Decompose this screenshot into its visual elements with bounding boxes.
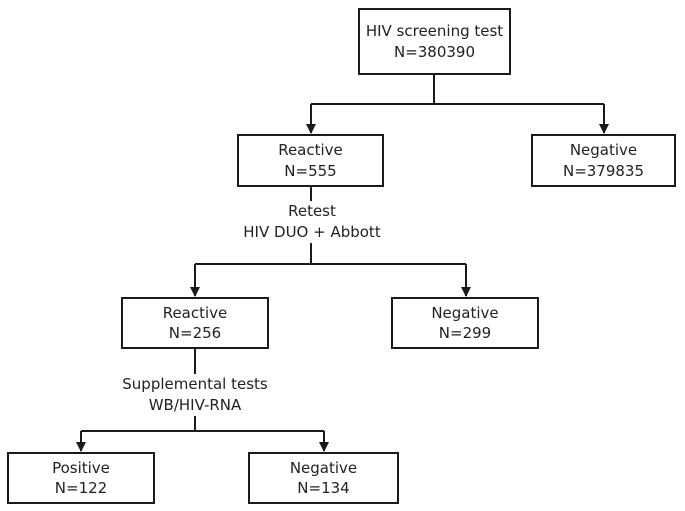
node-reactive-level1: Reactive N=555	[237, 134, 384, 187]
node-hiv-screening-test: HIV screening test N=380390	[358, 8, 511, 75]
node-title: Negative	[431, 303, 499, 322]
node-title: Positive	[52, 458, 110, 477]
node-title: HIV screening test	[365, 22, 504, 41]
edge-label-line1: Retest	[288, 202, 336, 220]
edge-label-line2: WB/HIV-RNA	[148, 396, 242, 414]
node-count: N=134	[297, 479, 350, 497]
node-count: N=299	[438, 324, 492, 342]
node-count: N=555	[284, 161, 337, 180]
node-negative-level2: Negative N=299	[391, 297, 539, 349]
node-count: N=380390	[393, 42, 476, 61]
edge-label-retest: Retest HIV DUO + Abbott	[236, 201, 388, 243]
node-negative-level1: Negative N=379835	[531, 134, 676, 187]
edge-label-line1: Supplemental tests	[122, 375, 268, 393]
node-count: N=379835	[562, 161, 645, 180]
node-negative-level3: Negative N=134	[248, 452, 399, 504]
edge-label-line2: HIV DUO + Abbott	[243, 223, 381, 241]
node-title: Reactive	[162, 303, 228, 322]
node-title: Negative	[289, 458, 358, 477]
node-title: Negative	[569, 141, 638, 160]
node-title: Reactive	[278, 141, 343, 160]
edge-label-supplemental: Supplemental tests WB/HIV-RNA	[112, 374, 278, 416]
node-positive-level3: Positive N=122	[7, 452, 155, 504]
node-count: N=122	[54, 479, 108, 497]
node-count: N=256	[168, 324, 222, 342]
node-reactive-level2: Reactive N=256	[121, 297, 269, 349]
